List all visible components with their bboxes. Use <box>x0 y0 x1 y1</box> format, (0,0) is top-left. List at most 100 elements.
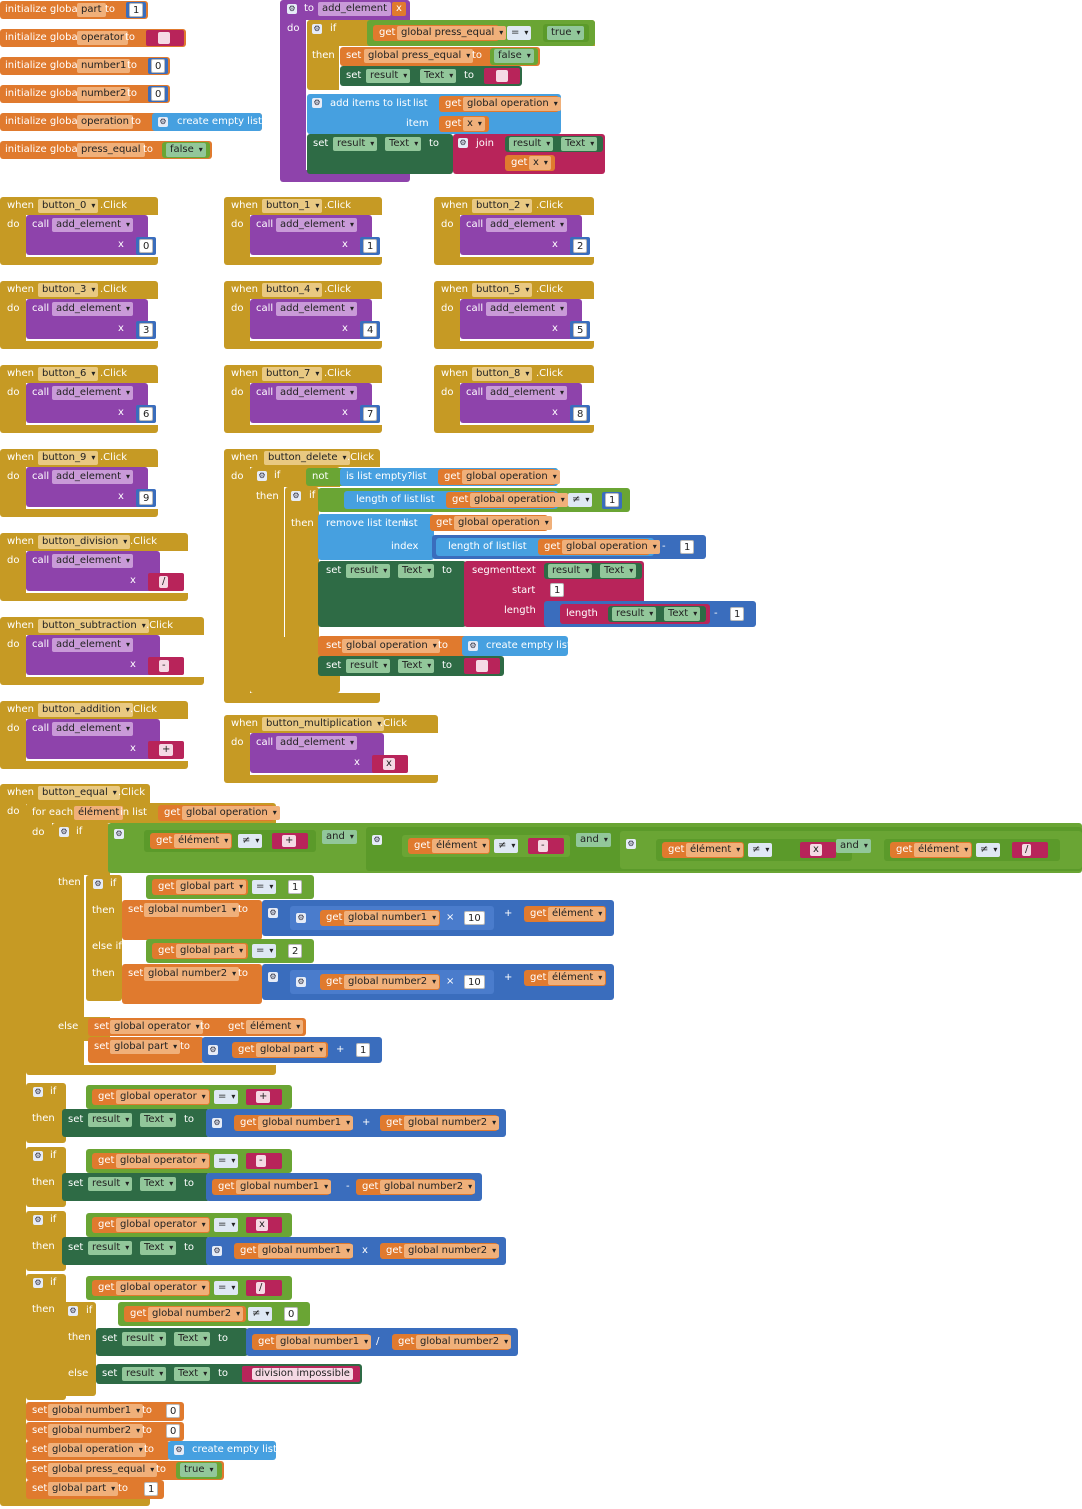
gear-icon[interactable]: ⚙ <box>626 839 636 849</box>
gear-icon[interactable]: ⚙ <box>257 471 267 481</box>
gear-icon[interactable]: ⚙ <box>59 827 69 837</box>
gear-icon[interactable]: ⚙ <box>296 977 306 987</box>
if-length-neq-1[interactable]: ⚙ if then <box>285 487 319 667</box>
gear-icon[interactable]: ⚙ <box>114 829 124 839</box>
set-result[interactable]: setresultTextto <box>62 1173 210 1201</box>
set-press-equal-false[interactable]: set global press_equal to false <box>340 47 540 66</box>
init-global-press-equal[interactable]: initialize global press_equal to false <box>0 141 212 159</box>
gear-icon[interactable]: ⚙ <box>268 972 278 982</box>
reset-part[interactable]: set global part to 1 <box>26 1480 164 1499</box>
gear-icon[interactable]: ⚙ <box>372 835 382 845</box>
gear-icon[interactable]: ⚙ <box>312 24 322 34</box>
text-value: - <box>148 657 184 675</box>
if-number2-neq-0[interactable]: ⚙ if then else <box>62 1302 96 1396</box>
gear-icon[interactable]: ⚙ <box>268 908 278 918</box>
set-result-text-empty[interactable]: set result Text to <box>340 66 522 86</box>
set-result-division-impossible[interactable]: set result Text to division impossible <box>96 1364 362 1384</box>
if-part[interactable]: ⚙ if then else if then <box>86 875 122 1001</box>
gear-icon[interactable]: ⚙ <box>33 1278 43 1288</box>
remove-list-item[interactable]: remove list item index <box>318 514 434 560</box>
set-part[interactable]: set global part to <box>88 1037 204 1063</box>
set-result-segment[interactable]: set result Text to <box>318 561 466 627</box>
gear-icon[interactable]: ⚙ <box>158 117 168 127</box>
gear-icon[interactable]: ⚙ <box>33 1087 43 1097</box>
gear-icon[interactable]: ⚙ <box>33 1215 43 1225</box>
set-number2[interactable]: set global number2 to <box>122 964 262 1004</box>
gear-icon[interactable]: ⚙ <box>287 4 297 14</box>
gear-icon[interactable]: ⚙ <box>93 879 103 889</box>
gear-icon[interactable]: ⚙ <box>291 491 301 501</box>
init-global-number2[interactable]: initialize global number2 to 0 <box>0 85 170 103</box>
create-empty-list[interactable]: ⚙create empty list <box>462 636 571 656</box>
gear-icon[interactable]: ⚙ <box>212 1246 222 1256</box>
gear-icon[interactable]: ⚙ <box>458 138 468 148</box>
gear-icon[interactable]: ⚙ <box>208 1045 218 1055</box>
set-result[interactable]: setresultTextto <box>62 1237 210 1265</box>
set-press-equal-true[interactable]: set global press_equal to true <box>26 1461 224 1480</box>
set-result-empty[interactable]: set result Text to <box>318 656 504 676</box>
gear-icon[interactable]: ⚙ <box>212 1118 222 1128</box>
gear-icon[interactable]: ⚙ <box>174 1445 184 1455</box>
gear-icon[interactable]: ⚙ <box>296 913 306 923</box>
reset-number2[interactable]: set global number2 to 0 <box>26 1422 184 1441</box>
init-global-operation[interactable]: initialize global operation to ⚙create e… <box>0 113 262 131</box>
gear-icon[interactable]: ⚙ <box>312 98 322 108</box>
set-result-join[interactable]: set result Text to <box>307 134 453 174</box>
gear-icon[interactable]: ⚙ <box>33 1151 43 1161</box>
set-operation-empty[interactable]: set global operation to <box>318 636 468 656</box>
reset-number1[interactable]: set global number1 to 0 <box>26 1402 184 1421</box>
length-result-minus-1[interactable]: length resultText - 1 <box>544 601 756 627</box>
gear-icon[interactable]: ⚙ <box>68 1306 78 1316</box>
set-result[interactable]: setresultTextto <box>62 1109 210 1137</box>
set-number1[interactable]: set global number1 to <box>122 900 262 940</box>
create-empty-list[interactable]: ⚙create empty list <box>168 1441 277 1460</box>
gear-icon[interactable]: ⚙ <box>468 641 478 651</box>
reset-operation[interactable]: set global operation to <box>26 1441 170 1460</box>
set-result-divide[interactable]: set result Text to <box>96 1328 248 1356</box>
if-operator-division[interactable]: ⚙ if then <box>26 1274 66 1400</box>
init-global-operator[interactable]: initialize global operator to <box>0 29 186 47</box>
init-global-part[interactable]: initialize global part to 1 <box>0 1 148 19</box>
init-global-number1[interactable]: initialize global number1 to 0 <box>0 57 170 75</box>
number-value: 2 <box>570 237 590 255</box>
